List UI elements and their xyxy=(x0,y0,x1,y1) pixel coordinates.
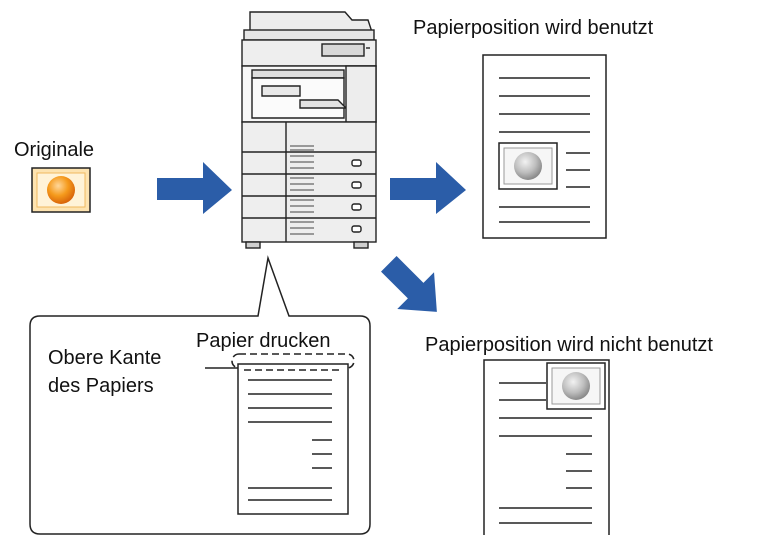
original-thumbnail xyxy=(31,167,91,213)
orange-ball-icon xyxy=(47,176,75,204)
print-paper-label: Papier drucken xyxy=(196,330,331,352)
paper-sheet-icon xyxy=(482,54,607,239)
top-edge-label-line1: Obere Kante xyxy=(48,347,162,369)
arrow-diagonal-icon xyxy=(381,256,437,312)
paper-sheet-icon xyxy=(483,359,610,540)
photo-thumbnail-icon xyxy=(546,362,606,410)
arrow-right-icon xyxy=(390,162,466,214)
top-edge-label-line2: des Papiers xyxy=(48,375,154,397)
callout-balloon xyxy=(29,255,371,535)
originals-label: Originale xyxy=(14,139,95,161)
paper-sheet-icon xyxy=(237,363,349,515)
copier-machine-icon xyxy=(241,11,377,249)
not-used-title: Papierposition wird nicht benutzt xyxy=(425,334,713,356)
photo-thumbnail-icon xyxy=(498,142,558,190)
arrow-right-icon xyxy=(157,162,232,214)
used-title: Papierposition wird benutzt xyxy=(413,17,654,39)
